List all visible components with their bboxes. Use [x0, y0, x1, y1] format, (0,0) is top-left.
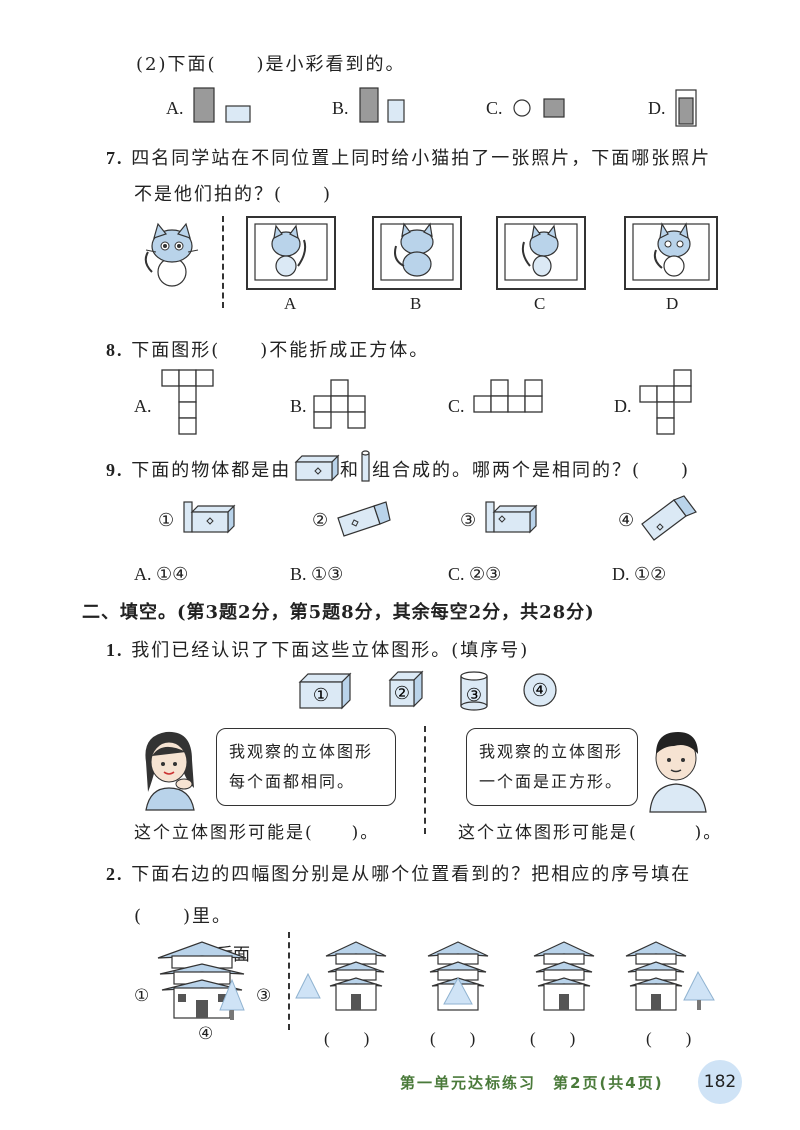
q8-option-d-label: D. [614, 396, 632, 416]
q9-item-4-figure [641, 495, 697, 541]
q7-divider [222, 216, 224, 308]
q6-option-b-label: B. [332, 98, 349, 118]
q7-stem-line2: 不是他们拍的？( ) [134, 184, 333, 205]
view-2-blank[interactable]: ( ) [430, 1029, 476, 1048]
photo-c-label: C [534, 294, 546, 313]
view-4-blank[interactable]: ( ) [646, 1029, 692, 1048]
q9-item-2-label: ② [312, 510, 329, 530]
view-4 [625, 941, 715, 1011]
pagoda-scene [157, 941, 247, 1020]
footer-text: 第一单元达标练习 第2页(共4页) [400, 1074, 664, 1092]
f2-stem-line1: 下面右边的四幅图分别是从哪个位置看到的？把相应的序号填在 [131, 864, 692, 885]
q9-box-icon [294, 454, 340, 482]
q8-option-b-label: B. [290, 396, 307, 416]
q6-option-b-figure [359, 87, 405, 123]
q8-stem: 下面图形( )不能折成正方体。 [131, 340, 430, 361]
photo-a [246, 216, 336, 290]
q7-stem-line1: 四名同学站在不同位置上同时给小猫拍了一张照片，下面哪张照片 [131, 148, 712, 169]
q8-net-b [313, 379, 366, 429]
f2-stem-line2: ( )里。 [134, 906, 233, 927]
q8-option-a-label: A. [134, 396, 152, 416]
q9-item-1-figure [183, 501, 236, 534]
q6-option-a-label: A. [166, 98, 184, 118]
position-1: ① [134, 986, 150, 1005]
photo-b [372, 216, 462, 290]
q6-option-a-figure [193, 87, 251, 123]
shape-sphere: ④ [523, 673, 557, 707]
view-1 [295, 941, 387, 1011]
q8-line: 8. 下面图形( )不能折成正方体。 [106, 336, 429, 362]
f1-answer-left: 这个立体图形可能是( )。 [134, 823, 380, 843]
boy-speech-bubble: 我观察的立体图形 一个面是正方形。 [466, 728, 638, 806]
q8-net-c [473, 379, 543, 413]
cat-illustration [144, 222, 199, 287]
photo-b-label: B [410, 294, 422, 313]
boy-bubble-line-1: 我观察的立体图形 [479, 742, 624, 761]
q8-number: 8. [106, 340, 124, 360]
page-number-badge: 182 [698, 1060, 742, 1104]
q9-item-3-figure [485, 501, 538, 534]
photo-d [624, 216, 718, 290]
q9-item-3-label: ③ [460, 510, 477, 530]
q9-stem-b: 和 [340, 460, 360, 481]
q9-line: 9. 下面的物体都是由 [106, 456, 291, 482]
q8-net-d [639, 369, 692, 435]
boy-bubble-line-2: 一个面是正方形。 [479, 772, 624, 791]
f1-number: 1. [106, 640, 124, 660]
q6-2-stem: (2)下面( )是小彩看到的。 [136, 54, 406, 75]
photo-d-label: D [666, 294, 679, 313]
q6-option-d-figure [675, 89, 697, 127]
girl-bubble-line-2: 每个面都相同。 [229, 772, 356, 791]
shape-sphere-label: ④ [532, 680, 548, 700]
q6-option-c-label: C. [486, 98, 503, 118]
q9-option-a: A. ①④ [134, 564, 189, 584]
q6-option-c-figure [513, 98, 565, 118]
f1-answer-right: 这个立体图形可能是( )。 [458, 823, 723, 843]
q6-option-d-label: D. [648, 98, 666, 118]
boy-illustration [649, 732, 707, 813]
f1-line: 1. 我们已经认识了下面这些立体图形。(填序号) [106, 636, 529, 662]
girl-illustration [145, 731, 195, 811]
q9-item-4-label: ④ [618, 510, 635, 530]
q9-number: 9. [106, 460, 124, 480]
q9-option-b: B. ①③ [290, 564, 344, 584]
position-3: ③ [256, 986, 272, 1005]
photo-c [496, 216, 586, 290]
shape-cuboid: ① [298, 672, 352, 710]
view-2 [427, 941, 489, 1011]
q9-item-2-figure [337, 501, 391, 537]
girl-bubble-line-1: 我观察的立体图形 [229, 742, 374, 761]
position-4: ④ [198, 1024, 214, 1043]
q9-cylinder-icon [361, 450, 370, 482]
q9-stem-c: 组合成的。哪两个是相同的？( ) [372, 460, 691, 481]
view-3 [533, 941, 595, 1011]
f2-divider [288, 932, 290, 1030]
q7-line1: 7. 四名同学站在不同位置上同时给小猫拍了一张照片，下面哪张照片 [106, 144, 711, 170]
section-2-title: 二、填空。(第3题2分，第5题8分，其余每空2分，共28分) [82, 602, 595, 623]
photo-a-label: A [284, 294, 297, 313]
f2-number: 2. [106, 864, 124, 884]
shape-cuboid-label: ① [313, 685, 329, 705]
q9-item-1-label: ① [158, 510, 175, 530]
f1-stem: 我们已经认识了下面这些立体图形。(填序号) [131, 640, 530, 661]
f2-line1: 2. 下面右边的四幅图分别是从哪个位置看到的？把相应的序号填在 [106, 860, 691, 886]
shape-cylinder: ③ [460, 671, 488, 711]
shape-cylinder-label: ③ [466, 685, 482, 705]
q9-option-d: D. ①② [612, 564, 667, 584]
view-3-blank[interactable]: ( ) [530, 1029, 576, 1048]
shape-cube: ② [388, 670, 424, 708]
shape-cube-label: ② [394, 683, 410, 703]
f1-divider [424, 726, 426, 834]
q8-option-c-label: C. [448, 396, 465, 416]
q7-number: 7. [106, 148, 124, 168]
q9-stem-a: 下面的物体都是由 [131, 460, 292, 481]
girl-speech-bubble: 我观察的立体图形 每个面都相同。 [216, 728, 396, 806]
q9-option-c: C. ②③ [448, 564, 502, 584]
q8-net-a [161, 369, 214, 435]
view-1-blank[interactable]: ( ) [324, 1029, 370, 1048]
